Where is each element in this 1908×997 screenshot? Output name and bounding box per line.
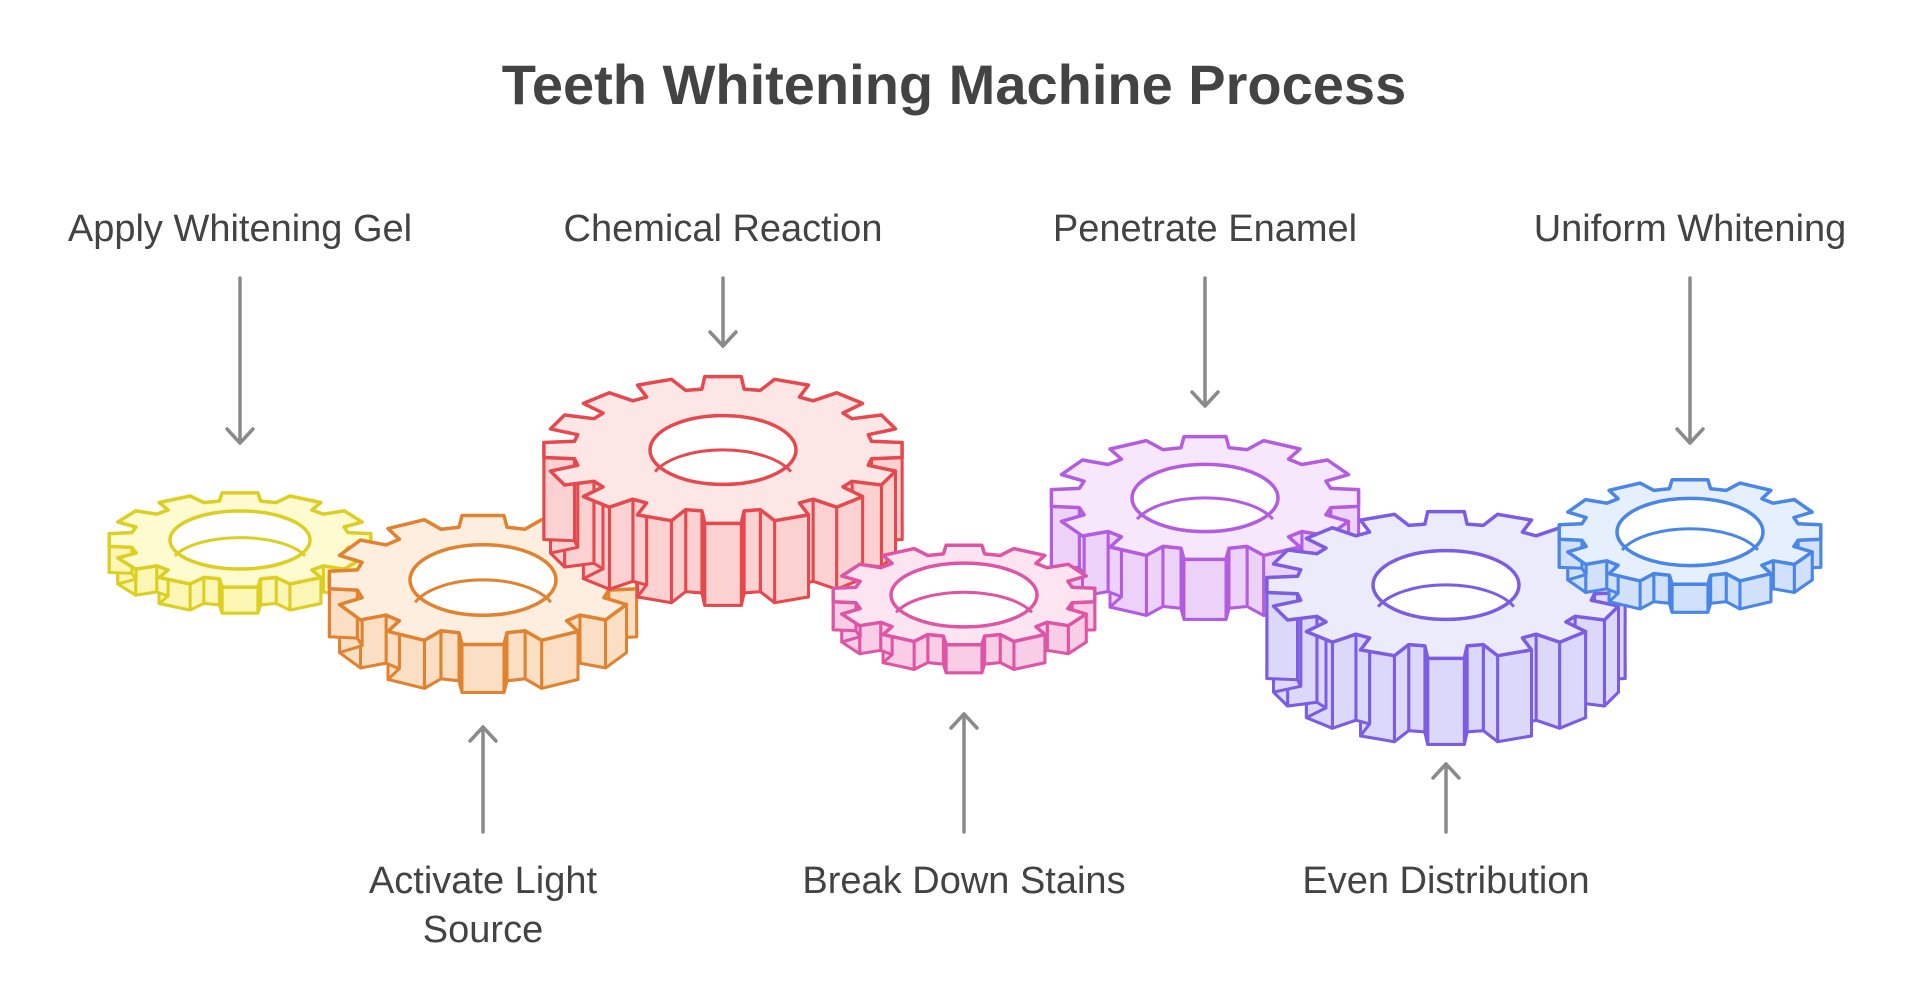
gear-side-face	[1670, 582, 1710, 614]
gear-side-face	[758, 508, 777, 605]
gear-side-face	[359, 613, 388, 670]
gear-side-face	[703, 521, 743, 607]
gear-3	[542, 374, 904, 607]
step-label-line: Penetrate Enamel	[1053, 208, 1357, 250]
gear-side-face	[1049, 504, 1081, 570]
step-label-7: Uniform Whitening	[1534, 208, 1847, 250]
gear-side-face	[220, 585, 260, 615]
gear-side-face	[1709, 572, 1728, 605]
gear-side-face	[1245, 544, 1266, 617]
gear-hole-inner-rim	[1620, 527, 1760, 552]
gear-side-face	[1407, 643, 1427, 734]
gear-side-face	[1465, 643, 1485, 734]
step-label-1: Apply Whitening Gel	[68, 208, 412, 250]
gear-side-face	[773, 513, 810, 605]
gear-side-face	[1426, 656, 1466, 746]
gear-side-face	[460, 643, 506, 694]
arrows-layer	[225, 276, 1705, 834]
arrow-7	[1675, 276, 1705, 445]
gear-side-face	[669, 508, 688, 605]
gear-side-face	[1045, 620, 1070, 656]
gear-side-face	[1227, 544, 1249, 610]
gear-7	[1557, 477, 1823, 614]
gear-hole	[1615, 496, 1765, 568]
gear-side-face	[607, 497, 635, 591]
gear-hole-inner-rim	[653, 448, 793, 473]
arrow-6	[1431, 762, 1461, 834]
gear-hole-inner-rim	[1135, 496, 1275, 521]
step-label-line: Activate Light	[369, 860, 598, 902]
gear-side-face	[1392, 643, 1411, 744]
gear-hole	[889, 561, 1039, 629]
step-label-4: Break Down Stains	[802, 860, 1125, 902]
gear-hole-inner-rim	[894, 590, 1034, 614]
gear-side-face	[944, 643, 984, 675]
gear-side-face	[742, 508, 762, 595]
gear-side-face	[578, 613, 607, 670]
step-label-line: Break Down Stains	[802, 860, 1125, 902]
step-label-line: Source	[423, 909, 543, 951]
gear-hole-inner-rim	[173, 536, 307, 557]
gear-6	[1265, 509, 1627, 746]
arrow-4	[949, 712, 979, 834]
gear-side-face	[202, 575, 221, 607]
arrow-5	[1190, 276, 1220, 408]
arrow-1	[225, 276, 255, 445]
gear-side-face	[983, 633, 1002, 666]
gear-side-face	[1534, 632, 1562, 730]
step-label-line: Even Distribution	[1302, 860, 1589, 902]
step-label-line: Chemical Reaction	[564, 208, 883, 250]
gear-2	[327, 513, 639, 694]
gear-side-face	[1558, 630, 1588, 730]
gear-side-face	[439, 629, 461, 683]
gear-side-face	[1496, 648, 1533, 744]
gears-layer	[107, 374, 1823, 746]
gear-4	[831, 543, 1097, 675]
step-label-6: Even Distribution	[1302, 860, 1589, 902]
gear-side-face	[505, 629, 527, 683]
gear-side-face	[926, 633, 945, 666]
gear-side-face	[684, 508, 704, 595]
page-title: Teeth Whitening Machine Process	[502, 53, 1406, 116]
gear-side-face	[811, 497, 839, 591]
gear-hole	[168, 509, 312, 571]
gear-side-face	[259, 575, 278, 607]
gear-side-face	[1652, 572, 1671, 605]
gear-side-face	[1330, 632, 1358, 730]
gear-side-face	[1481, 643, 1500, 744]
step-label-5: Penetrate Enamel	[1053, 208, 1357, 250]
arrow-2	[468, 725, 498, 834]
step-label-3: Chemical Reaction	[564, 208, 883, 250]
gear-side-face	[1602, 604, 1620, 708]
gear-side-face	[1144, 544, 1165, 617]
gear-side-face	[1161, 544, 1183, 610]
gear-side-face	[858, 620, 883, 656]
step-label-line: Uniform Whitening	[1534, 208, 1847, 250]
step-label-line: Apply Whitening Gel	[68, 208, 412, 250]
gear-hole-inner-rim	[413, 578, 553, 604]
gear-hole-inner-rim	[1376, 583, 1516, 608]
gear-side-face	[1182, 557, 1228, 621]
arrow-3	[708, 276, 738, 348]
